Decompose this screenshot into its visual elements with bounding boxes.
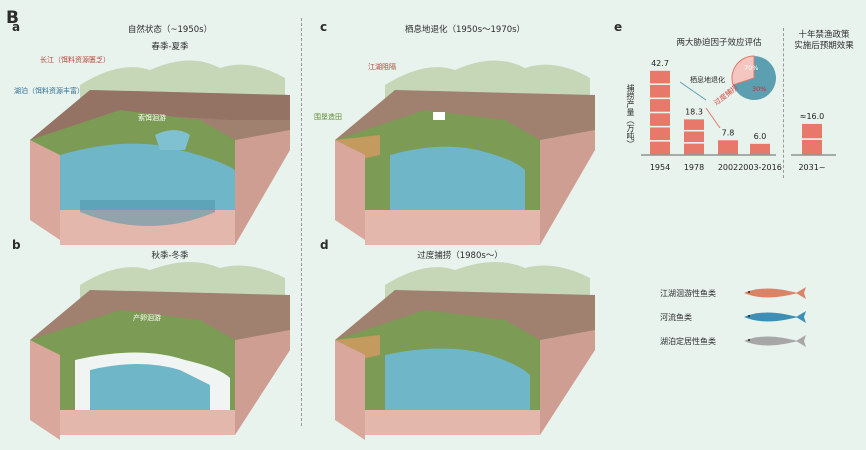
migratory-fish-icon xyxy=(744,287,806,299)
pie-slice-habitat xyxy=(733,56,776,100)
legend-label: 河流鱼类 xyxy=(660,313,692,322)
lake-water xyxy=(60,143,235,210)
panel-a-tag-lake: 湖泊（饵料资源丰富） xyxy=(14,87,84,95)
panel-d-title: 过度捕捞（1980s～） xyxy=(417,251,503,261)
right-title-line1: 十年禁渔政策 xyxy=(798,30,850,40)
legend-label: 江湖洄游性鱼类 xyxy=(660,289,716,298)
category-label: 2002 xyxy=(718,163,738,172)
bar-segment xyxy=(650,99,670,112)
pie-label-habitat: 栖息地退化 xyxy=(690,76,725,84)
bar-group xyxy=(750,143,770,155)
chart-divider xyxy=(783,28,784,178)
bar-segment xyxy=(650,113,670,126)
panel-a-letter: a xyxy=(12,20,21,34)
chart-title: 两大胁迫因子效应评估 xyxy=(676,38,762,48)
right-title-line2: 实施后预期效果 xyxy=(794,41,854,51)
panel-c-letter: c xyxy=(320,20,328,34)
legend-label: 湖泊定居性鱼类 xyxy=(660,337,716,346)
panel-a-subtitle: 春季-夏季 xyxy=(151,42,189,52)
panel-b-letter: b xyxy=(12,238,21,252)
panel-d-landscape xyxy=(335,261,595,440)
category-label: 2031~ xyxy=(798,163,825,172)
panel-d-letter: d xyxy=(320,238,329,252)
bar-group xyxy=(802,123,822,155)
sluice-gate xyxy=(433,112,445,120)
panel-c-title: 栖息地退化（1950s～1970s） xyxy=(404,25,526,35)
panel-a-landscape xyxy=(30,60,290,245)
panel-divider xyxy=(301,18,302,426)
bar-segment xyxy=(802,123,822,139)
bar-chart: 42.7 1954 18.3 1978 7.8 2002 6.0 2003-2016 ≈16.0… xyxy=(641,55,836,172)
pie-slice-fishing xyxy=(731,55,755,86)
bar-group xyxy=(650,70,670,155)
bar-segment xyxy=(650,84,670,98)
bar-value-label: 6.0 xyxy=(754,132,767,141)
bar-value-label: 7.8 xyxy=(722,128,735,137)
panel-b-title: 秋季-冬季 xyxy=(151,251,189,261)
bar-value-label: 42.7 xyxy=(651,59,669,68)
bar-segment xyxy=(684,131,704,143)
category-label: 1954 xyxy=(650,163,670,172)
arrow-habitat xyxy=(679,81,707,101)
bar-segment xyxy=(684,143,704,155)
panel-a-title: 自然状态（~1950s） xyxy=(127,25,213,35)
bar-segment xyxy=(684,119,704,130)
panel-b-tag-channel: 产卵洄游 xyxy=(133,314,161,322)
bar-segment xyxy=(650,141,670,155)
category-label: 2003-2016 xyxy=(738,163,782,172)
bar-segment xyxy=(650,127,670,141)
river-fish-icon xyxy=(744,311,806,323)
figure-label: B xyxy=(6,8,19,28)
y-axis-label: 捕捞产量（万吨） xyxy=(626,84,635,148)
panel-e-letter: e xyxy=(614,20,623,34)
bar-segment xyxy=(802,139,822,155)
bar-segment xyxy=(650,70,670,84)
bar-value-label: ≈16.0 xyxy=(800,112,825,121)
panel-a-tag-river: 长江（饵料资源匮乏） xyxy=(40,56,110,64)
pie-pct-b: 30% xyxy=(752,85,767,93)
bar-group xyxy=(718,140,738,155)
lake-fish-icon xyxy=(744,335,806,347)
pie-pct-a: 70% xyxy=(744,64,759,72)
panel-c-tag-field: 围垦造田 xyxy=(314,113,342,121)
bar-segment xyxy=(718,140,738,155)
panel-c-tag-gate: 江湖阻隔 xyxy=(368,63,396,71)
category-label: 1978 xyxy=(684,163,704,172)
bar-group xyxy=(684,119,704,155)
bar-segment xyxy=(750,143,770,155)
panel-b-landscape xyxy=(30,261,290,440)
bar-value-label: 18.3 xyxy=(685,108,703,117)
panel-a-tag-channel: 索饵洄游 xyxy=(138,114,166,122)
arrow-fishing xyxy=(705,107,721,129)
panel-c-landscape xyxy=(335,60,595,245)
right-title: 十年禁渔政策 实施后预期效果 xyxy=(786,30,862,52)
